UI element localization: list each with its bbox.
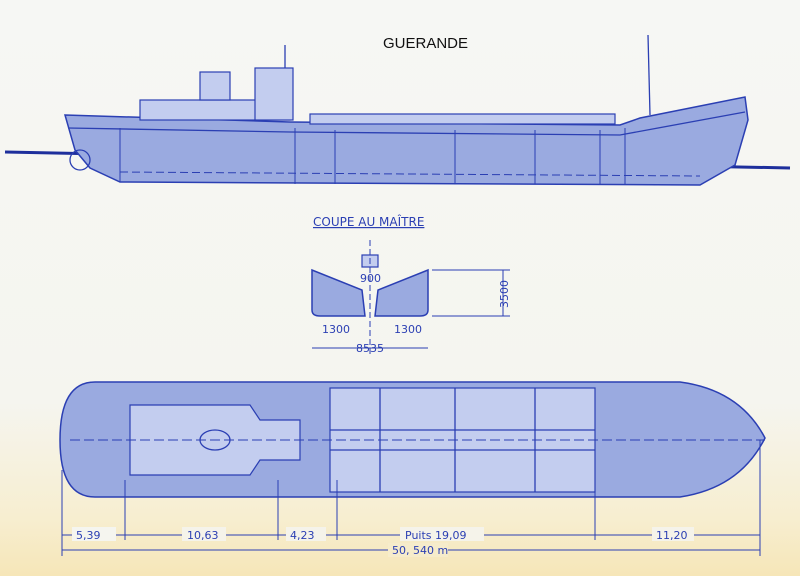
dim-fore: 11,20 <box>656 529 688 542</box>
dim-engine: 4,23 <box>290 529 315 542</box>
dim-accommodation: 10,63 <box>187 529 219 542</box>
length-dimensions: 5,39 10,63 4,23 Puits 19,09 11,20 50, 54… <box>61 440 761 557</box>
profile-view <box>4 34 791 186</box>
mast <box>647 34 651 116</box>
dim-3500: 3500 <box>498 280 511 308</box>
rudder <box>69 149 91 171</box>
dim-8535: 8535 <box>356 342 384 355</box>
plan-view <box>59 381 766 498</box>
dim-hold: Puits 19,09 <box>405 529 467 542</box>
dim-900: 900 <box>360 272 381 285</box>
dim-1300-right: 1300 <box>394 323 422 336</box>
dim-total: 50, 540 m <box>392 544 448 557</box>
funnel <box>199 71 231 101</box>
section-heading: COUPE AU MAÎTRE <box>313 214 424 229</box>
drawing-title: GUERANDE <box>383 35 468 52</box>
dim-1300-left: 1300 <box>322 323 350 336</box>
midship-section: COUPE AU MAÎTRE 900 3500 1300 1300 8535 <box>311 214 511 355</box>
wheelhouse <box>254 67 294 121</box>
dim-aft: 5,39 <box>76 529 101 542</box>
hatch-covers <box>309 113 616 125</box>
